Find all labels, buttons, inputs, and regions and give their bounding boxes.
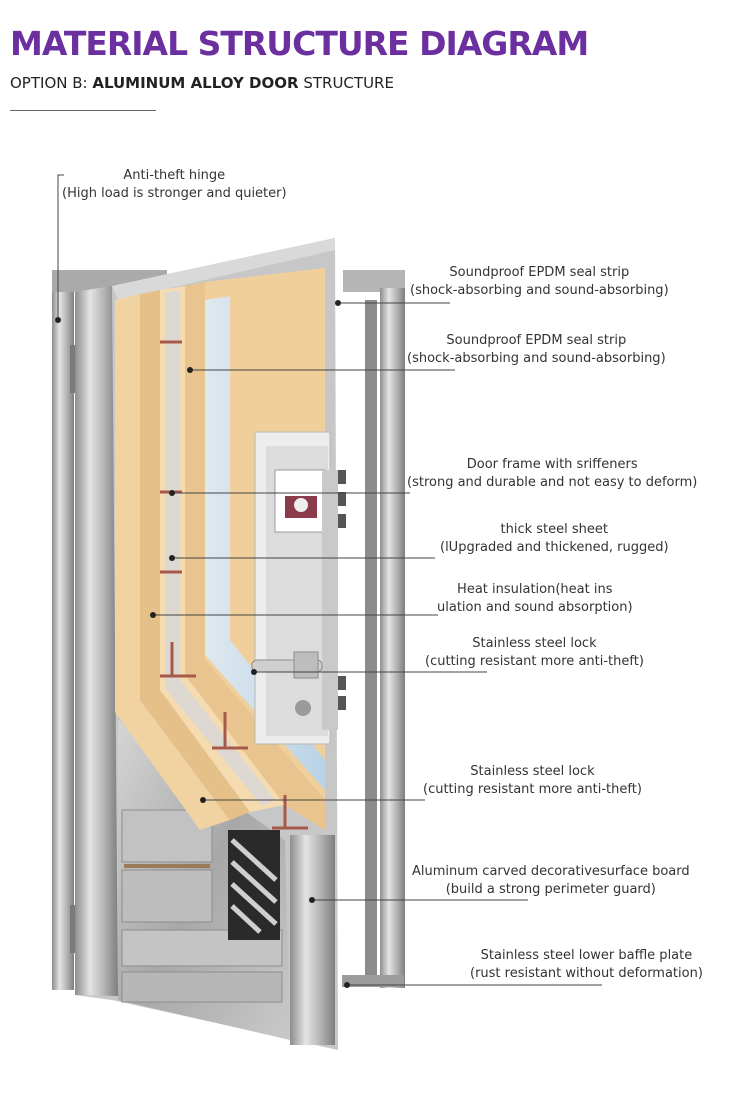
callout-line1: Stainless steel lock	[470, 764, 595, 779]
callout-epdm-seal-strip-1: Soundproof EPDM seal strip (shock-absorb…	[410, 264, 669, 300]
hinge-icons	[70, 345, 78, 953]
callout-line2: (shock-absorbing and sound-absorbing)	[407, 351, 666, 366]
callout-line2: (shock-absorbing and sound-absorbing)	[410, 283, 669, 298]
callout-heat-insulation: Heat insulation(heat ins ulation and sou…	[437, 581, 633, 617]
callout-line1: thick steel sheet	[500, 522, 609, 537]
callout-line2: (cutting resistant more anti-theft)	[423, 782, 642, 797]
callout-epdm-seal-strip-2: Soundproof EPDM seal strip (shock-absorb…	[407, 332, 666, 368]
callout-line2: (strong and durable and not easy to defo…	[407, 475, 698, 490]
callout-line2: ulation and sound absorption)	[437, 600, 633, 615]
callout-line1: Heat insulation(heat ins	[457, 582, 613, 597]
door-frame	[52, 270, 405, 990]
callout-line2: (High load is stronger and quieter)	[62, 186, 287, 201]
callout-stainless-steel-lock-1: Stainless steel lock (cutting resistant …	[425, 635, 644, 671]
leader-dots	[55, 300, 350, 988]
callout-thick-steel-sheet: thick steel sheet (lUpgraded and thicken…	[440, 521, 669, 557]
callout-line1: Door frame with sriffeners	[466, 457, 638, 472]
leader-lines	[57, 174, 602, 986]
callout-lower-baffle-plate: Stainless steel lower baffle plate (rust…	[470, 947, 703, 983]
callout-line1: Soundproof EPDM seal strip	[446, 333, 627, 348]
callout-line2: (cutting resistant more anti-theft)	[425, 654, 644, 669]
diagram-title: MATERIAL STRUCTURE DIAGRAM	[10, 24, 589, 63]
callout-line2: (lUpgraded and thickened, rugged)	[440, 540, 669, 555]
subtitle-suffix: STRUCTURE	[303, 74, 394, 92]
subtitle-prefix: OPTION B:	[10, 74, 88, 92]
diagram-subtitle: OPTION B: ALUMINUM ALLOY DOOR STRUCTURE	[10, 74, 394, 92]
callout-stainless-steel-lock-2: Stainless steel lock (cutting resistant …	[423, 763, 642, 799]
callout-line2: (rust resistant without deformation)	[470, 966, 703, 981]
callout-line2: (build a strong perimeter guard)	[445, 882, 656, 897]
callout-line1: Stainless steel lock	[472, 636, 597, 651]
subtitle-underline	[10, 110, 156, 111]
callout-door-frame-stiffeners: Door frame with sriffeners (strong and d…	[407, 456, 697, 492]
callout-line1: Soundproof EPDM seal strip	[449, 265, 630, 280]
callout-line1: Aluminum carved decorativesurface board	[412, 864, 690, 879]
subtitle-bold: ALUMINUM ALLOY DOOR	[92, 74, 299, 92]
callout-line1: Anti-theft hinge	[123, 168, 226, 183]
callout-aluminum-carved-board: Aluminum carved decorativesurface board …	[412, 863, 690, 899]
lock-body	[251, 431, 346, 745]
callout-line1: Stainless steel lower baffle plate	[480, 948, 693, 963]
callout-anti-theft-hinge: Anti-theft hinge (High load is stronger …	[62, 167, 287, 203]
